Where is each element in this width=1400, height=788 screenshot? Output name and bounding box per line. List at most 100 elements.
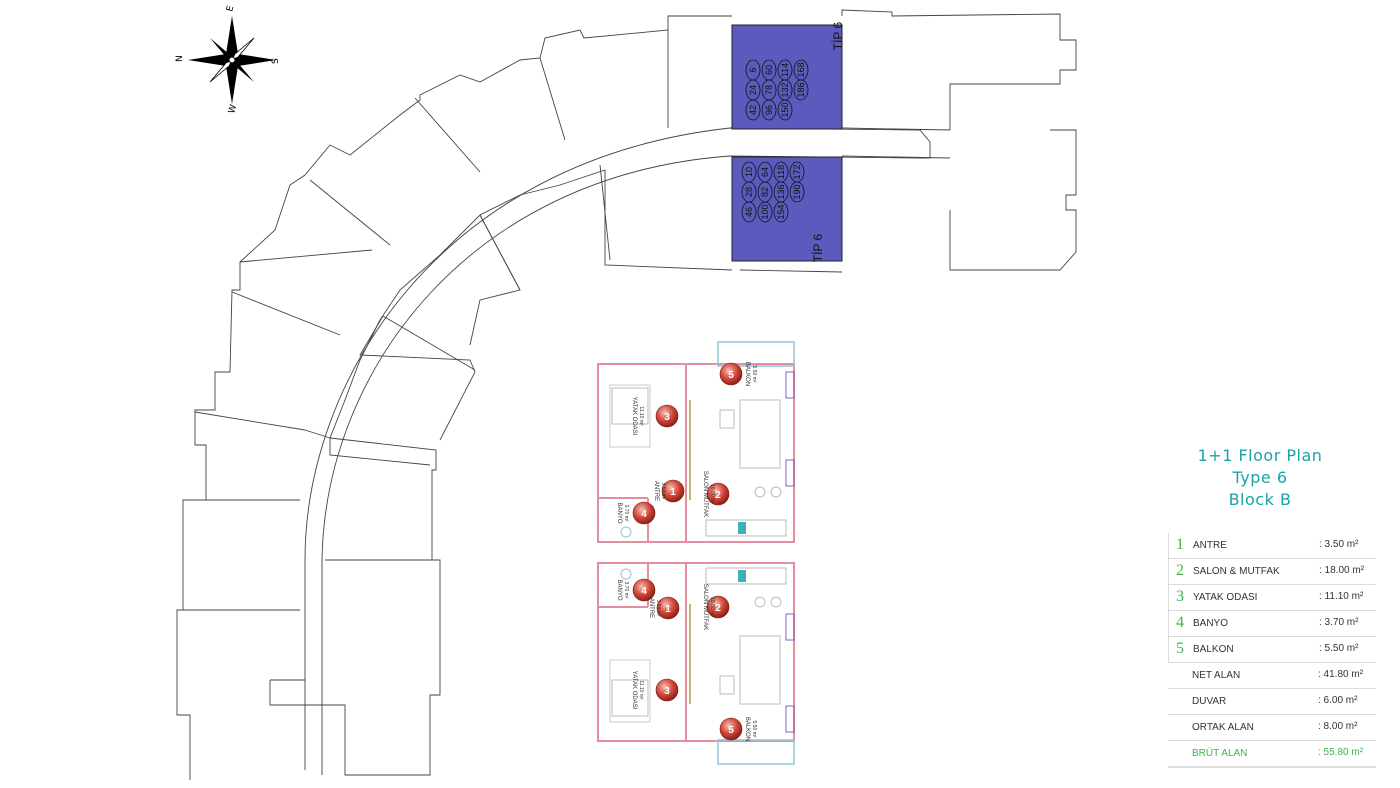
- room-number-badge: [719, 362, 743, 386]
- unit-number: 132: [780, 82, 790, 97]
- room-name: SALON MUTFAK: [702, 584, 708, 630]
- legend-room-name: NET ALAN: [1192, 670, 1241, 681]
- highlight-upper-label: TİP 6: [831, 21, 845, 50]
- legend-row: ORTAK ALAN : 8.00 m²: [1168, 715, 1376, 741]
- floor-plan-bottom: [597, 562, 795, 765]
- room-name: ANTRE: [653, 481, 659, 501]
- room-number: 2: [715, 603, 721, 614]
- legend-area-value: : 11.10 m²: [1319, 591, 1364, 602]
- legend-area-value: : 3.50 m²: [1319, 539, 1359, 550]
- legend-row: 5 BALKON : 5.50 m²: [1168, 637, 1376, 663]
- compass-north: N: [175, 55, 185, 62]
- compass-west: W: [227, 103, 239, 114]
- room-number: 3: [664, 686, 670, 697]
- legend-number: 3: [1176, 588, 1184, 605]
- compass-south: S: [271, 58, 281, 64]
- plan-title-line2: Type 6: [1232, 468, 1288, 487]
- compass-rose-icon: N E S W: [175, 4, 281, 114]
- legend-number: 4: [1176, 614, 1184, 631]
- room-number-badge: [656, 596, 680, 620]
- legend-row: NET ALAN : 41.80 m²: [1168, 663, 1376, 689]
- unit-number: 154: [776, 204, 786, 219]
- unit-number-ring: [745, 99, 761, 121]
- unit-number: 64: [760, 167, 770, 177]
- room-number: 1: [670, 487, 676, 498]
- legend-number: 1: [1176, 536, 1184, 553]
- room-number-badge: [706, 482, 730, 506]
- unit-number: 186: [796, 82, 806, 97]
- room-area: 5.50 m²: [751, 721, 757, 738]
- plan-title-line1: 1+1 Floor Plan: [1197, 446, 1323, 465]
- room-area: 11.10 m²: [638, 406, 644, 426]
- room-number-badge: [706, 595, 730, 619]
- legend-area-value: : 5.50 m²: [1319, 643, 1359, 654]
- room-area: 18.00 m²: [709, 597, 715, 617]
- unit-number-ring: [757, 201, 773, 223]
- room-number-badge: [655, 678, 679, 702]
- legend-room-name: ANTRE: [1193, 540, 1227, 551]
- room-number: 5: [728, 370, 734, 381]
- unit-number: 28: [744, 187, 754, 197]
- area-legend-table: 1 ANTRE : 3.50 m² 2 SALON & MUTFAK : 18.00 m²…: [1168, 533, 1376, 768]
- legend-area-value: : 18.00 m²: [1319, 565, 1365, 576]
- room-area: 5.50 m²: [751, 366, 757, 383]
- unit-number-ring: [789, 181, 805, 203]
- room-name: SALON MUTFAK: [702, 471, 708, 517]
- room-number-badge: [632, 501, 656, 525]
- legend-row: BRÜT ALAN: 55.80 m²: [1168, 741, 1376, 768]
- unit-number: 114: [780, 63, 790, 77]
- unit-number: 136: [776, 184, 786, 199]
- unit-number: 42: [748, 105, 758, 115]
- legend-area-value: : 3.70 m²: [1319, 617, 1359, 628]
- room-number: 4: [641, 586, 647, 597]
- unit-number: 82: [760, 187, 770, 197]
- plan-title-line3: Block B: [1228, 490, 1292, 509]
- room-name: BALKON: [744, 362, 750, 386]
- legend-room-name: BANYO: [1193, 618, 1229, 629]
- room-area: 18.00 m²: [709, 484, 715, 504]
- legend-row: 2 SALON & MUTFAK : 18.00 m²: [1168, 559, 1376, 585]
- highlight-upper-block[interactable]: TİP 6: [731, 21, 845, 130]
- legend-room-name: YATAK ODASI: [1193, 592, 1258, 603]
- room-area: 3.70 m²: [623, 582, 629, 599]
- building-outline: [176, 9, 1077, 780]
- room-name: YATAK ODASI: [631, 397, 637, 436]
- legend-area-value: : 41.80 m²: [1318, 669, 1364, 680]
- unit-number: 78: [764, 85, 774, 95]
- unit-number: 6: [748, 67, 758, 72]
- unit-number: 24: [748, 85, 758, 95]
- room-number-badge: [719, 717, 743, 741]
- highlight-lower-block[interactable]: TİP 6: [731, 156, 843, 262]
- room-name: YATAK ODASI: [631, 671, 637, 710]
- room-number: 3: [664, 412, 670, 423]
- legend-room-name: ORTAK ALAN: [1192, 722, 1254, 733]
- legend-area-value: : 8.00 m²: [1318, 721, 1358, 732]
- legend-row: 1 ANTRE : 3.50 m²: [1168, 533, 1376, 559]
- unit-number: 150: [780, 102, 790, 117]
- legend-room-name: SALON & MUTFAK: [1193, 566, 1280, 577]
- compass-east: E: [225, 4, 236, 12]
- unit-number: 60: [764, 65, 774, 75]
- legend-room-name: DUVAR: [1192, 696, 1227, 707]
- room-area: 11.10 m²: [638, 680, 644, 700]
- unit-number: 118: [776, 165, 786, 179]
- legend-number: 2: [1176, 562, 1184, 579]
- legend-area-value: : 6.00 m²: [1318, 695, 1358, 706]
- room-number-badge: [655, 404, 679, 428]
- unit-number: 10: [744, 167, 754, 177]
- unit-number: 96: [764, 105, 774, 115]
- unit-number: 190: [792, 184, 802, 199]
- room-name: BANYO: [616, 502, 622, 523]
- legend-number: 5: [1176, 640, 1184, 657]
- room-area: 3.50 m²: [660, 483, 666, 500]
- legend-area-value: : 55.80 m²: [1318, 747, 1364, 758]
- room-area: 3.50 m²: [655, 600, 661, 617]
- room-name: BALKON: [744, 717, 750, 741]
- unit-number-ring: [741, 201, 757, 223]
- legend-room-name: BALKON: [1193, 644, 1234, 655]
